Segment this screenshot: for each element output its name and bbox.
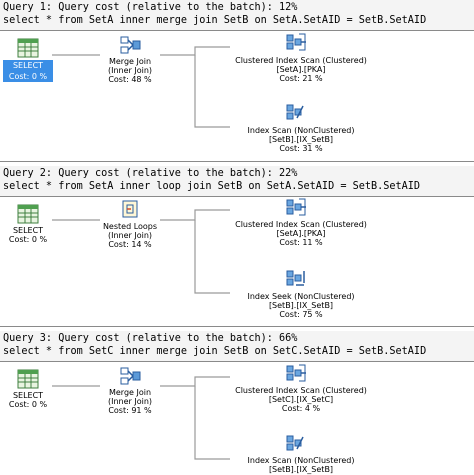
q1-select-label: SELECT <box>3 60 53 71</box>
q2-join-node[interactable]: Nested Loops (Inner Join) Cost: 14 % <box>90 222 170 249</box>
q1-join-node[interactable]: Merge Join (Inner Join) Cost: 48 % <box>90 57 170 84</box>
q2-bottom-cost: Cost: 75 % <box>279 310 323 319</box>
query-1-cost-line: Query 1: Query cost (relative to the bat… <box>3 2 298 13</box>
select-icon[interactable] <box>17 204 39 224</box>
q3-top-object: [SetC].[IX_SetC] <box>268 395 334 404</box>
q3-join-sub: (Inner Join) <box>107 397 153 406</box>
q2-top-node[interactable]: Clustered Index Scan (Clustered) [SetA].… <box>216 220 386 247</box>
index-scan-icon[interactable] <box>285 433 307 453</box>
q2-connector-top-join <box>160 209 230 221</box>
clustered-index-scan-icon[interactable] <box>285 363 307 383</box>
q1-top-cost: Cost: 21 % <box>279 74 323 83</box>
q3-top-node[interactable]: Clustered Index Scan (Clustered) [SetC].… <box>216 386 386 413</box>
query-2-sql: select * from SetA inner loop join SetB … <box>3 181 421 192</box>
q2-select-node[interactable]: SELECT Cost: 0 % <box>3 226 53 244</box>
q1-bottom-node[interactable]: Index Scan (NonClustered) [SetB].[IX_Set… <box>216 126 386 153</box>
query-1-header <box>0 0 474 30</box>
query-2-cost-line: Query 2: Query cost (relative to the bat… <box>3 168 298 179</box>
q1-select-node[interactable]: SELECT Cost: 0 % <box>3 60 53 82</box>
q1-join-cost: Cost: 48 % <box>108 75 152 84</box>
q2-join-sub: (Inner Join) <box>107 231 153 240</box>
q2-top-cost: Cost: 11 % <box>279 238 323 247</box>
merge-join-icon[interactable] <box>119 35 141 55</box>
q3-connector-bottom-join <box>194 386 230 460</box>
q3-join-label: Merge Join <box>108 388 152 397</box>
q2-join-cost: Cost: 14 % <box>108 240 152 249</box>
q3-top-cost: Cost: 4 % <box>281 404 321 413</box>
q1-join-sub: (Inner Join) <box>107 66 153 75</box>
clustered-index-scan-icon[interactable] <box>285 197 307 217</box>
q1-bottom-cost: Cost: 31 % <box>279 144 323 153</box>
select-icon[interactable] <box>17 38 39 58</box>
query-3-divider <box>0 361 474 362</box>
query-2-divider <box>0 196 474 197</box>
q2-select-cost: Cost: 0 % <box>8 235 48 244</box>
q3-select-cost: Cost: 0 % <box>8 400 48 409</box>
q3-select-node[interactable]: SELECT Cost: 0 % <box>3 391 53 409</box>
q1-join-label: Merge Join <box>108 57 152 66</box>
q1-top-object: [SetA].[PKA] <box>276 65 326 74</box>
query-1-sql: select * from SetA inner merge join SetB… <box>3 15 427 26</box>
q3-bottom-object: [SetB].[IX_SetB] <box>268 465 334 474</box>
index-scan-icon[interactable] <box>285 102 307 122</box>
q1-select-cost: Cost: 0 % <box>3 71 53 82</box>
q2-select-label: SELECT <box>12 226 44 235</box>
q2-top-object: [SetA].[PKA] <box>276 229 326 238</box>
q3-connector-top-join <box>160 376 230 387</box>
q2-top-label: Clustered Index Scan (Clustered) <box>235 220 367 229</box>
q2-connector-bottom-join <box>194 220 230 294</box>
q3-top-label: Clustered Index Scan (Clustered) <box>235 386 367 395</box>
nested-loops-icon[interactable] <box>119 198 141 220</box>
query-2-header <box>0 166 474 196</box>
query-1-divider <box>0 30 474 31</box>
merge-join-icon[interactable] <box>119 366 141 386</box>
q2-bottom-node[interactable]: Index Seek (NonClustered) [SetB].[IX_Set… <box>216 292 386 319</box>
query-3-cost-line: Query 3: Query cost (relative to the bat… <box>3 333 298 344</box>
query-2-end-divider <box>0 326 474 327</box>
q2-bottom-object: [SetB].[IX_SetB] <box>268 301 334 310</box>
q3-join-cost: Cost: 91 % <box>108 406 152 415</box>
query-3-header <box>0 331 474 361</box>
index-seek-icon[interactable] <box>285 268 307 288</box>
query-3-sql: select * from SetC inner merge join SetB… <box>3 346 427 357</box>
select-icon[interactable] <box>17 369 39 389</box>
q1-bottom-object: [SetB].[IX_SetB] <box>268 135 334 144</box>
q3-join-node[interactable]: Merge Join (Inner Join) Cost: 91 % <box>90 388 170 415</box>
q3-select-label: SELECT <box>12 391 44 400</box>
q1-top-node[interactable]: Clustered Index Scan (Clustered) [SetA].… <box>216 56 386 83</box>
q1-bottom-label: Index Scan (NonClustered) <box>247 126 355 135</box>
clustered-index-scan-icon[interactable] <box>285 32 307 52</box>
q2-bottom-label: Index Seek (NonClustered) <box>247 292 355 301</box>
q1-connector-bottom-join <box>194 55 230 128</box>
q1-top-label: Clustered Index Scan (Clustered) <box>235 56 367 65</box>
q2-join-label: Nested Loops <box>102 222 158 231</box>
q3-bottom-node[interactable]: Index Scan (NonClustered) [SetB].[IX_Set… <box>216 456 386 474</box>
q1-connector-top-join <box>160 46 230 56</box>
q3-bottom-label: Index Scan (NonClustered) <box>247 456 355 465</box>
query-1-end-divider <box>0 161 474 162</box>
